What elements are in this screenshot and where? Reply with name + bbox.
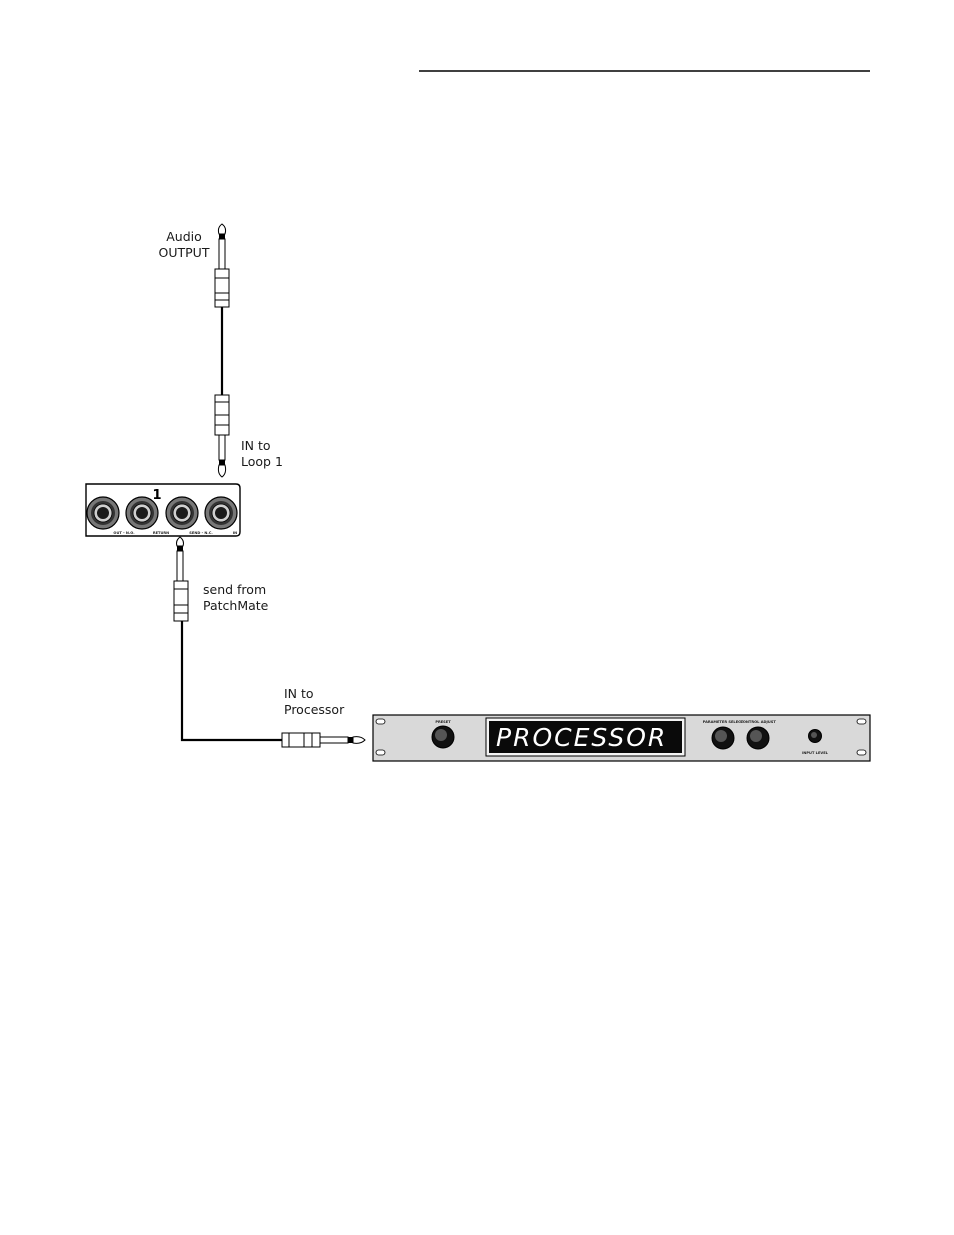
preset-knob — [432, 726, 454, 748]
label-audio-output-1: Audio — [166, 229, 202, 244]
label-in-loop-1: IN to — [241, 438, 271, 453]
jack-label-return: RETURN — [153, 531, 169, 535]
parameter-select-knob — [712, 727, 734, 749]
label-in-processor-2: Processor — [284, 702, 345, 717]
send-plug — [174, 537, 188, 621]
cable-send-to-processor — [182, 621, 282, 740]
processor-display: PROCESSOR — [486, 718, 685, 756]
display-text: PROCESSOR — [496, 723, 667, 752]
input-level-knob — [809, 730, 822, 743]
processor-unit: PRESET PROCESSOR PARAMETER SELECT CONTRO… — [373, 715, 870, 761]
label-send-2: PatchMate — [203, 598, 269, 613]
label-in-loop-2: Loop 1 — [241, 454, 283, 469]
loop-jack-2 — [126, 497, 158, 529]
loop-jack-4 — [205, 497, 237, 529]
label-in-processor-1: IN to — [284, 686, 314, 701]
loop-jack-panel: 1 OUT - N.O. RETURN SEND - N.C. — [86, 484, 240, 536]
loop-jack-3 — [166, 497, 198, 529]
loop-number: 1 — [152, 488, 161, 503]
rack-hole-bl — [376, 750, 385, 755]
jack-label-out: OUT - N.O. — [113, 531, 134, 535]
knob-label-parameter-select: PARAMETER SELECT — [703, 720, 744, 724]
rack-hole-tr — [857, 719, 866, 724]
loop-in-plug — [215, 395, 229, 477]
audio-output-plug — [215, 224, 229, 307]
rack-hole-tl — [376, 719, 385, 724]
rack-hole-br — [857, 750, 866, 755]
label-send-1: send from — [203, 582, 266, 597]
loop-jack-1 — [87, 497, 119, 529]
knob-label-input-level: INPUT LEVEL — [802, 751, 829, 755]
knob-label-control-adjust: CONTROL ADJUST — [740, 720, 776, 724]
label-audio-output-2: OUTPUT — [159, 245, 210, 260]
jack-label-in: IN — [233, 531, 237, 535]
jack-label-send: SEND - N.C. — [189, 531, 212, 535]
control-adjust-knob — [747, 727, 769, 749]
processor-in-plug — [282, 733, 365, 747]
knob-label-preset: PRESET — [435, 720, 451, 724]
